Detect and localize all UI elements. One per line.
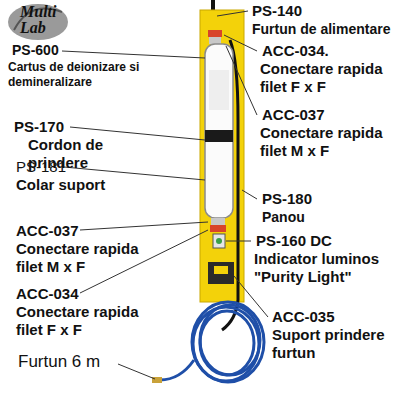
part-name: Colar suport: [16, 176, 105, 194]
part-name: Conectare rapida filet M x F: [260, 124, 396, 160]
cartridge: [205, 44, 233, 218]
part-code: PS-181: [16, 158, 66, 176]
part-code: PS-600: [12, 42, 59, 59]
connector: [210, 225, 226, 232]
part-code: PS-170: [14, 118, 64, 136]
part-code: ACC-034: [16, 285, 79, 303]
connector: [209, 37, 221, 44]
part-name: Panou: [262, 208, 305, 226]
connector: [211, 218, 225, 225]
logo-text: Multi Lab: [20, 4, 70, 36]
part-code: ACC-035: [272, 308, 335, 326]
part-name: Indicator luminos "Purity Light": [254, 250, 396, 286]
part-code: ACC-034.: [262, 42, 329, 60]
part-code: PS-140: [252, 2, 302, 20]
part-code: PS-160 DC: [256, 232, 332, 250]
blue-hose-coil: [160, 302, 264, 382]
indicator-led: [216, 238, 222, 244]
part-code: ACC-037: [262, 106, 325, 124]
cartridge-band: [205, 130, 233, 142]
part-name: Suport prindere furtun: [272, 326, 394, 362]
part-code: PS-180: [262, 190, 312, 208]
cartridge-sticker: [209, 70, 229, 110]
part-code: ACC-037: [16, 222, 79, 240]
part-name: Conectare rapida filet F x F: [260, 60, 396, 96]
part-name: Conectare rapida filet M x F: [16, 240, 152, 276]
part-name: Conectare rapida filet F x F: [16, 303, 152, 339]
part-name: Furtun de alimentare: [252, 20, 390, 38]
bracket-slot: [214, 266, 228, 274]
connector: [208, 30, 222, 37]
hose-bracket: [208, 262, 234, 284]
part-name: Cartus de deionizare si demineralizare: [8, 60, 146, 90]
purity-light: [213, 234, 225, 248]
part-name: Furtun 6 m: [18, 352, 100, 372]
